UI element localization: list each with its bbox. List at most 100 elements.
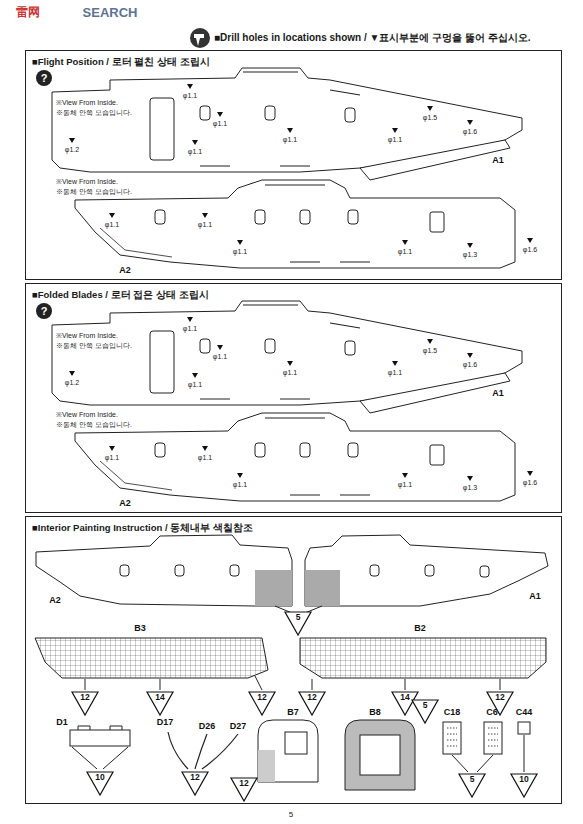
part-name: A1 — [492, 155, 504, 165]
drill-mark — [392, 128, 398, 133]
drill-mark — [427, 339, 433, 344]
drill-mark — [187, 84, 193, 89]
part-name: D17 — [157, 717, 174, 727]
drill-icon — [190, 28, 210, 48]
drill-mark — [237, 473, 243, 478]
view-note: ※View From Inside. — [56, 332, 118, 340]
view-note: ※View From Inside. — [56, 178, 118, 186]
drill-mark — [427, 106, 433, 111]
drill-mark — [287, 361, 293, 366]
drawing-stroke — [168, 732, 238, 769]
color-callout: 12 — [239, 779, 248, 789]
drill-mark — [217, 112, 223, 117]
part-name: A2 — [119, 265, 131, 275]
color-callout: 12 — [190, 773, 199, 783]
hole-size: φ1.5 — [423, 347, 437, 355]
drill-mark — [467, 243, 473, 248]
drawing-stroke — [305, 570, 340, 606]
hole-size: φ1.1 — [183, 92, 197, 100]
hole-size: φ1.3 — [463, 484, 477, 492]
drawing-stroke — [175, 565, 184, 576]
flight-position-fuselage — [52, 68, 522, 268]
drill-mark — [69, 371, 75, 376]
drawing-stroke — [230, 565, 239, 576]
drill-mark — [192, 373, 198, 378]
hole-size: φ1.6 — [463, 361, 477, 369]
callout-triangle — [231, 778, 257, 801]
drawing-stroke — [255, 570, 292, 606]
drawing-stroke — [78, 726, 122, 730]
callout-triangle — [147, 692, 173, 715]
part-name: C6 — [486, 707, 498, 717]
color-callout: 12 — [495, 693, 504, 703]
watermark: SEARCH — [83, 6, 138, 21]
section-heading: ■Folded Blades / 로터 접은 상태 조립시 — [26, 286, 215, 305]
hole-size: φ1.1 — [213, 353, 227, 361]
part-name: A2 — [119, 498, 131, 508]
part-name: B3 — [134, 623, 146, 633]
folded-blades-fuselage — [52, 301, 522, 501]
drill-mark — [109, 446, 115, 451]
markers — [36, 70, 537, 801]
drill-mark — [237, 240, 243, 245]
color-callout: 12 — [257, 693, 266, 703]
part-name: D1 — [56, 717, 68, 727]
callout-triangle — [299, 692, 325, 715]
drawing-stroke — [425, 565, 434, 576]
callout-triangle — [87, 772, 113, 795]
hole-size: φ1.1 — [398, 481, 412, 489]
hole-size: φ1.1 — [233, 481, 247, 489]
section-panel: ■Folded Blades / 로터 접은 상태 조립시 — [25, 283, 562, 513]
part-name: A1 — [492, 388, 504, 398]
drill-mark — [187, 317, 193, 322]
hole-size: φ1.5 — [423, 114, 437, 122]
color-callout: 10 — [95, 773, 104, 783]
drill-mark — [467, 476, 473, 481]
drawing-stroke — [120, 565, 129, 576]
color-callout: 12 — [307, 693, 316, 703]
drill-mark — [527, 238, 533, 243]
callout-triangle — [459, 774, 485, 797]
drill-mark — [202, 213, 208, 218]
part-name: D26 — [199, 721, 216, 731]
view-note: ※동체 안쪽 모습입니다. — [56, 188, 132, 196]
view-note: ※동체 안쪽 모습입니다. — [56, 109, 132, 117]
color-callout: 14 — [155, 693, 164, 703]
question-circle — [36, 70, 52, 86]
question-icon: ? — [41, 72, 48, 85]
view-note: ※View From Inside. — [56, 411, 118, 419]
drill-mark — [109, 213, 115, 218]
hole-size: φ1.1 — [388, 369, 402, 377]
drill-mark — [527, 471, 533, 476]
drawing-stroke — [452, 735, 524, 772]
callout-triangle — [412, 700, 438, 723]
drawing-stroke — [305, 535, 548, 606]
view-note: ※View From Inside. — [56, 99, 118, 107]
hole-size: φ1.1 — [198, 221, 212, 229]
part-name: C18 — [444, 707, 461, 717]
callout-triangle — [285, 612, 311, 635]
drawing-stroke — [194, 34, 204, 46]
drawing-stroke — [447, 728, 498, 746]
part-name: D27 — [230, 721, 247, 731]
drill-mark — [287, 128, 293, 133]
page-heading: ■Drill holes in locations shown / ▼표시부분에… — [214, 32, 531, 44]
drawing-stroke — [258, 750, 275, 782]
drill-mark — [402, 240, 408, 245]
hole-size: φ1.1 — [105, 221, 119, 229]
drawing-stroke — [518, 722, 530, 734]
drill-mark — [392, 361, 398, 366]
page-number: 5 — [289, 810, 293, 819]
hole-size: φ1.1 — [283, 136, 297, 144]
part-name: B8 — [369, 707, 381, 717]
hole-size: φ1.1 — [233, 248, 247, 256]
drawing-stroke — [285, 732, 307, 754]
drawing-stroke — [70, 730, 130, 746]
watermark: 雷网 — [16, 6, 40, 20]
drawing-stroke — [85, 676, 500, 690]
hole-size: φ1.1 — [188, 148, 202, 156]
hole-size: φ1.1 — [183, 325, 197, 333]
drawing-stroke — [480, 566, 489, 577]
part-name: B7 — [287, 707, 299, 717]
drill-mark — [402, 473, 408, 478]
